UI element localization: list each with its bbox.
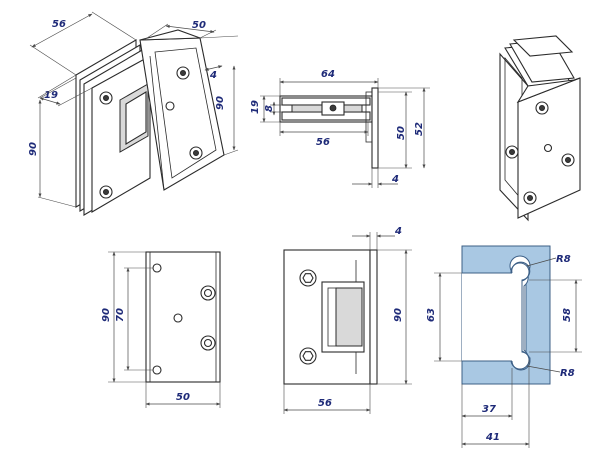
- top-dim-52: 52: [414, 122, 425, 136]
- glass-cutout-view: R8 63 58 R8 37 41: [426, 245, 582, 448]
- back-plate-view: 90 70 50: [101, 251, 221, 408]
- plate-dim-70: 70: [115, 308, 126, 322]
- top-section-view: 64 19 8 56 50 52 4: [250, 69, 430, 188]
- iso-dim-90-left: 90: [28, 142, 39, 156]
- front-elevation-view: 4 90 56: [283, 226, 412, 414]
- iso-dim-19: 19: [44, 90, 58, 101]
- front-dim-4: 4: [394, 226, 402, 237]
- glass-dim-r8-top: R8: [556, 254, 571, 265]
- iso-dim-50: 50: [192, 20, 206, 31]
- top-dim-64: 64: [321, 69, 335, 80]
- plate-dim-90: 90: [101, 308, 112, 322]
- top-dim-56: 56: [316, 137, 330, 148]
- front-dim-90: 90: [393, 308, 404, 322]
- glass-dim-58: 58: [562, 308, 573, 322]
- iso-dim-90-right: 90: [215, 96, 226, 110]
- top-dim-8: 8: [264, 105, 275, 112]
- top-dim-19: 19: [250, 100, 261, 114]
- iso-dim-56: 56: [52, 19, 66, 30]
- glass-dim-41: 41: [485, 432, 500, 443]
- iso-back-view: [499, 35, 581, 222]
- iso-front-view: 56 50 4 19 90 90: [28, 11, 239, 216]
- glass-dim-r8-bottom: R8: [560, 368, 575, 379]
- top-dim-50: 50: [396, 126, 407, 140]
- top-dim-4: 4: [391, 174, 399, 185]
- glass-dim-63: 63: [426, 308, 437, 322]
- glass-dim-37: 37: [482, 404, 496, 415]
- plate-dim-50: 50: [176, 392, 190, 403]
- iso-dim-4: 4: [209, 70, 217, 81]
- front-dim-56: 56: [318, 398, 332, 409]
